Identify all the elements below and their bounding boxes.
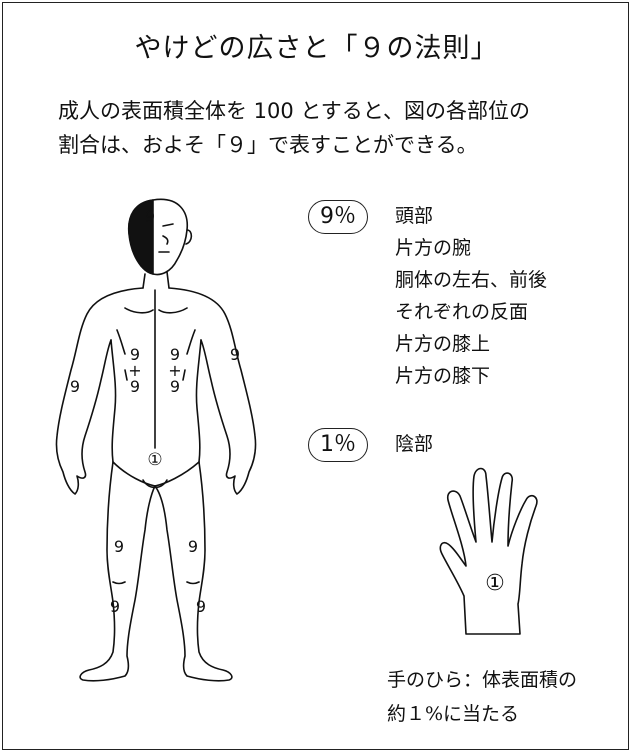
body-figure: 9 9 9 9 + 9 9 + 9 ① 9 9 9 9 (55, 198, 257, 682)
label-torso-left-plus: + (128, 361, 141, 380)
intro-line-1: 成人の表面積全体を 100 とすると、図の各部位の (58, 99, 530, 123)
label-thigh-left: 9 (114, 537, 124, 556)
part-item: 頭部 (395, 205, 434, 227)
right-leg-outline (154, 461, 233, 682)
nine-percent-parts-list: 頭部 片方の腕 胴体の左右、前後 それぞれの反面 片方の膝上 片方の膝下 (395, 200, 547, 392)
hand-outline (439, 467, 538, 635)
left-leg-outline (79, 461, 156, 682)
intro-line-2: 割合は、およそ「９」で表すことができる。 (58, 133, 478, 157)
nine-percent-badge: 9％ (308, 200, 368, 234)
label-pubic: ① (147, 450, 162, 470)
label-head: 9 (145, 207, 155, 226)
part-item: 片方の腕 (395, 237, 472, 259)
hand-label: ① (485, 571, 505, 596)
label-arm-left: 9 (70, 377, 80, 396)
intro-text: 成人の表面積全体を 100 とすると、図の各部位の 割合は、およそ「９」で表すこ… (58, 94, 530, 162)
label-torso-left-top: 9 (130, 345, 140, 364)
part-item: 片方の膝下 (395, 365, 491, 387)
part-item: それぞれの反面 (395, 301, 529, 323)
right-arm-outline (168, 287, 257, 495)
left-arm-outline (55, 287, 144, 495)
hand-caption: 手のひら：体表面積の 約１%に当たる (387, 663, 577, 731)
diagram-title: やけどの広さと「９の法則」 (134, 33, 499, 64)
hair (127, 199, 154, 275)
label-shin-left: 9 (110, 597, 120, 616)
label-torso-left-bottom: 9 (130, 377, 140, 396)
hand-figure: ① (439, 467, 538, 635)
label-arm-right: 9 (230, 345, 240, 364)
label-torso-right-bottom: 9 (170, 377, 180, 396)
label-thigh-right: 9 (188, 537, 198, 556)
one-percent-part: 陰部 (395, 433, 434, 455)
label-shin-right: 9 (196, 597, 206, 616)
label-torso-right-plus: + (168, 361, 181, 380)
hand-caption-line-1: 手のひら：体表面積の (387, 669, 578, 691)
hand-caption-line-2: 約１%に当たる (387, 703, 520, 725)
part-item: 胴体の左右、前後 (395, 269, 548, 291)
one-percent-badge: 1％ (308, 428, 368, 462)
label-torso-right-top: 9 (170, 345, 180, 364)
part-item: 片方の膝上 (395, 333, 491, 355)
